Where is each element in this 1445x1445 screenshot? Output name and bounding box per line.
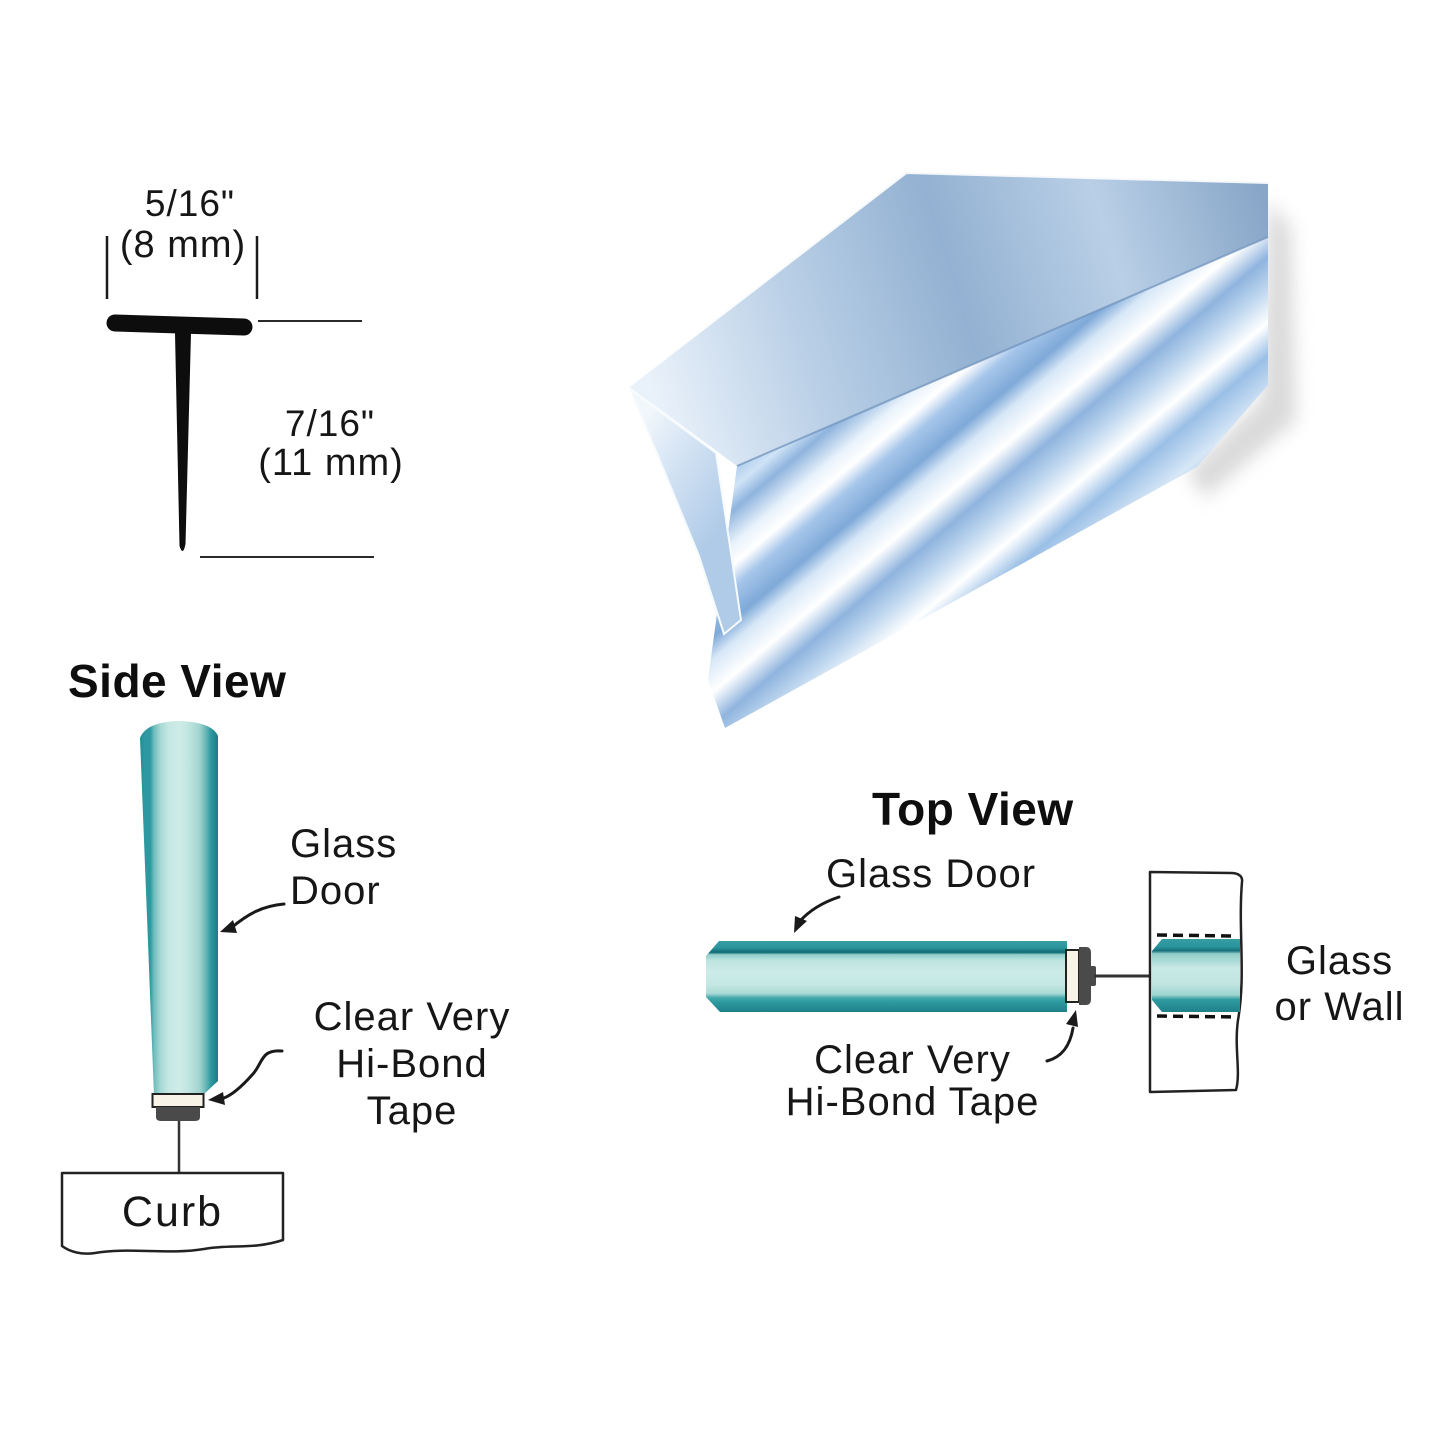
side-glass-panel: [140, 721, 218, 1096]
top-glass-panel: [706, 941, 1067, 1012]
curb-label: Curb: [121, 1188, 224, 1236]
side-seal-base: [156, 1107, 200, 1121]
dimension-width-inches: 5/16": [144, 183, 236, 224]
top-hibond-tape: [1065, 949, 1080, 1003]
dimension-profile-diagram: [105, 236, 374, 558]
glass-door-arrow-top: [794, 895, 841, 933]
side-tape-line2: Hi-Bond: [336, 1042, 488, 1086]
side-view-diagram: [60, 721, 286, 1255]
product-top-face: [628, 172, 1268, 466]
dimension-height-inches: 7/16": [284, 403, 376, 444]
side-tape-line3: Tape: [366, 1089, 458, 1133]
side-glass-door-line1: Glass: [290, 822, 398, 866]
wall-label-line1: Glass: [1285, 939, 1394, 983]
t-profile-cap: [106, 314, 253, 336]
top-view-diagram: [706, 870, 1244, 1094]
glass-door-arrow-side: [220, 902, 286, 933]
t-profile-stem: [175, 333, 191, 552]
side-tape-label: Clear Very Hi-Bond Tape: [288, 994, 536, 1135]
side-hibond-tape: [151, 1093, 205, 1108]
wall-label-line2: or Wall: [1274, 985, 1405, 1029]
product-ridge-line: [736, 236, 1269, 467]
top-seal-hub: [1088, 966, 1096, 986]
top-view-title: Top View: [872, 783, 1074, 835]
tape-arrow-side: [208, 1049, 284, 1105]
top-tape-label: Clear Very Hi-Bond Tape: [770, 1039, 1055, 1123]
top-seal-cap: [1079, 947, 1091, 1005]
render-shadow: [1188, 200, 1296, 498]
wall-hidden-edge-bottom: [1156, 1014, 1237, 1019]
wall-glass-block: [1152, 939, 1240, 1012]
curb-box: [60, 1171, 285, 1255]
tape-arrow-top: [1045, 1010, 1078, 1063]
top-tape-line2: Hi-Bond Tape: [785, 1080, 1040, 1124]
top-glass-door-label: Glass Door: [826, 852, 1037, 896]
product-top-edge-highlight: [626, 169, 1269, 388]
top-tape-line1: Clear Very: [814, 1038, 1011, 1082]
side-glass-door-label: Glass Door: [290, 821, 397, 915]
side-glass-door-line2: Door: [290, 869, 381, 913]
product-front-face: [708, 237, 1268, 728]
dimension-width-mm: (8 mm): [119, 224, 247, 266]
product-fin: [628, 387, 743, 636]
dimension-height-mm: (11 mm): [258, 442, 404, 484]
side-tape-line1: Clear Very: [313, 995, 511, 1039]
side-view-title: Side View: [68, 655, 287, 707]
wall-hidden-edge-top: [1156, 933, 1235, 938]
product-render: [626, 169, 1296, 728]
wall-label: Glass or Wall: [1252, 938, 1427, 1030]
